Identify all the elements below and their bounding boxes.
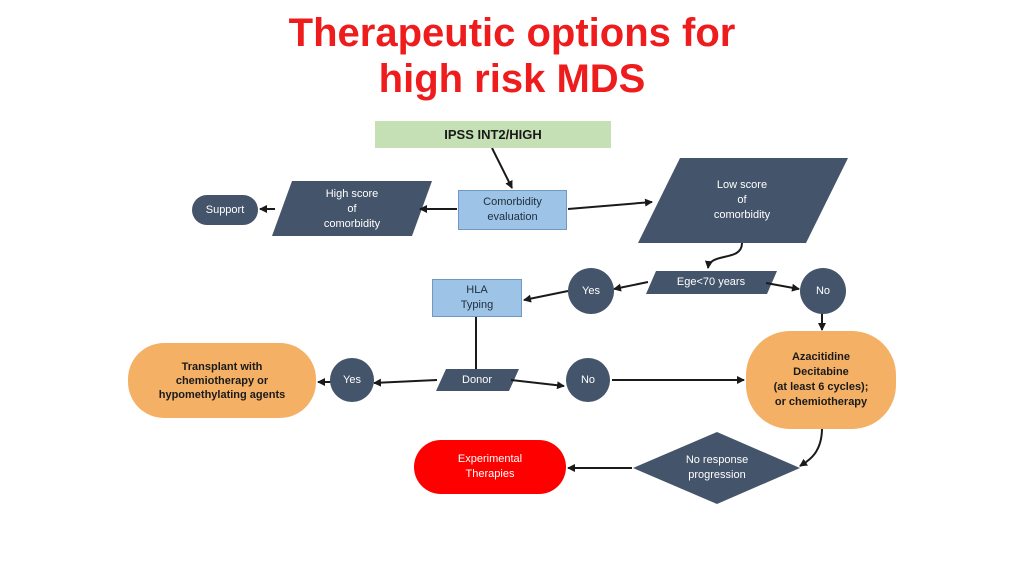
no-age-label: No bbox=[815, 285, 831, 297]
transplant-node: Transplant with chemiotherapy or hypomet… bbox=[128, 343, 316, 418]
comorbidity-eval-line2: evaluation bbox=[487, 211, 538, 223]
arrow-donor-to-yes bbox=[373, 378, 438, 387]
arrow-age-to-no bbox=[765, 282, 800, 292]
donor-shape bbox=[436, 369, 519, 391]
arrow-donor-to-no bbox=[510, 379, 565, 390]
comorbidity-evaluation-box: Comorbidity evaluation bbox=[458, 190, 567, 230]
no-donor-node: No bbox=[566, 358, 610, 402]
no-response-line2: progression bbox=[688, 469, 746, 481]
low-score-line2: of bbox=[737, 193, 747, 206]
page-title-line2: high risk MDS bbox=[378, 57, 646, 101]
transplant-line2: chemiotherapy or bbox=[175, 374, 269, 387]
low-score-shape bbox=[638, 158, 848, 243]
ipss-box: IPSS INT2/HIGH bbox=[375, 121, 611, 148]
yes-donor-node: Yes bbox=[330, 358, 374, 402]
high-score-line1: High score bbox=[325, 187, 379, 200]
age-shape bbox=[646, 271, 777, 294]
high-score-line3: comorbidity bbox=[323, 217, 381, 230]
low-score-node: Low score of comorbidity bbox=[672, 170, 812, 230]
donor-label: Donor bbox=[462, 373, 492, 386]
arrow-eval-to-low bbox=[567, 198, 653, 210]
hla-line2: Typing bbox=[460, 299, 494, 311]
aza-line3: (at least 6 cycles); bbox=[773, 381, 869, 393]
age-node: Ege<70 years bbox=[652, 271, 770, 294]
hla-line1: HLA bbox=[466, 284, 488, 296]
page-title-line1: Therapeutic options for bbox=[288, 11, 736, 55]
experimental-therapies-node: Experimental Therapies bbox=[414, 440, 566, 494]
hla-typing-box: HLA Typing bbox=[432, 279, 522, 317]
arrow-low-to-age bbox=[704, 242, 743, 269]
experimental-line2: Therapies bbox=[465, 468, 515, 480]
yes-age-node: Yes bbox=[568, 268, 614, 314]
aza-line1: Azacitidine bbox=[791, 351, 851, 363]
comorbidity-eval-line1: Comorbidity bbox=[483, 196, 542, 208]
arrow-ipss-to-eval bbox=[491, 147, 513, 189]
no-response-shape bbox=[633, 432, 800, 504]
transplant-line3: hypomethylating agents bbox=[158, 388, 286, 401]
donor-node: Donor bbox=[440, 369, 514, 391]
arrow-age-to-yes bbox=[613, 281, 649, 292]
azacitidine-node: Azacitidine Decitabine (at least 6 cycle… bbox=[746, 331, 896, 429]
aza-line4: or chemiotherapy bbox=[774, 396, 868, 408]
no-response-node: No response progression bbox=[660, 448, 774, 488]
arrow-yes-to-hla bbox=[523, 290, 569, 303]
high-score-line2: of bbox=[347, 202, 357, 215]
no-donor-label: No bbox=[580, 374, 596, 386]
yes-donor-label: Yes bbox=[343, 374, 361, 386]
low-score-line3: comorbidity bbox=[713, 208, 771, 221]
support-node: Support bbox=[192, 195, 258, 225]
ipss-label: IPSS INT2/HIGH bbox=[444, 127, 542, 142]
age-label: Ege<70 years bbox=[676, 276, 746, 288]
aza-line2: Decitabine bbox=[793, 366, 849, 378]
yes-age-label: Yes bbox=[582, 285, 600, 297]
no-response-line1: No response bbox=[685, 454, 749, 466]
transplant-line1: Transplant with bbox=[181, 360, 263, 373]
no-age-node: No bbox=[800, 268, 846, 314]
low-score-line1: Low score bbox=[716, 178, 768, 191]
experimental-line1: Experimental bbox=[457, 453, 523, 465]
high-score-shape bbox=[272, 181, 432, 236]
high-score-node: High score of comorbidity bbox=[292, 184, 412, 234]
arrow-aza-to-noresponse bbox=[799, 427, 823, 467]
support-label: Support bbox=[205, 204, 245, 216]
